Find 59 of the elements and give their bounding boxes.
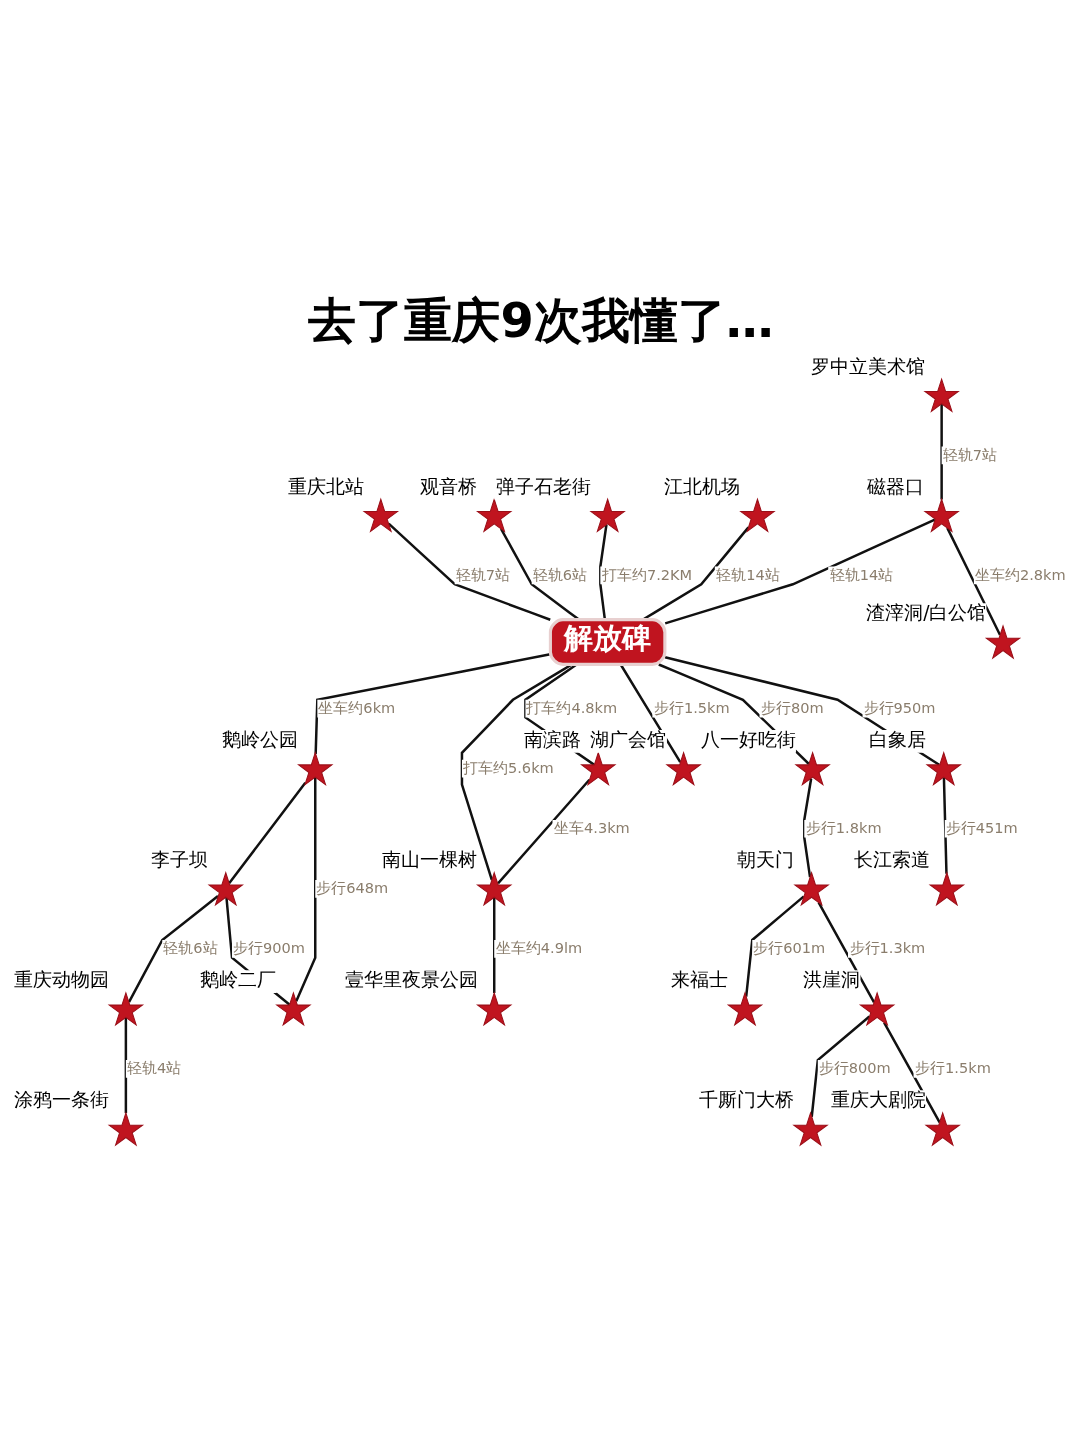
node-label: 罗中立美术馆 — [811, 355, 926, 377]
node-label: 涂鸦一条街 — [14, 1089, 110, 1111]
edge-label: 步行601m — [753, 939, 826, 957]
node-label: 李子坝 — [151, 849, 209, 871]
node-label: 磁器口 — [867, 475, 925, 497]
node-box: 解放碑 — [548, 618, 667, 666]
edge-label: 步行1.5km — [653, 698, 730, 716]
node-label: 观音桥 — [419, 475, 477, 497]
node-text: 渣滓洞/白公馆 — [866, 602, 987, 624]
connector — [940, 403, 943, 500]
connector — [664, 518, 936, 625]
node-text: 弹子石老街 — [495, 475, 591, 497]
connector — [124, 1017, 128, 1114]
edge-label: 步行900m — [233, 939, 305, 957]
node-label: 朝天门 — [737, 849, 795, 871]
node-text: 洪崖洞 — [802, 969, 860, 991]
connector — [228, 782, 307, 884]
connector — [497, 778, 591, 885]
edge-label: 步行950m — [863, 698, 936, 716]
edge-label: 坐车4.3km — [554, 819, 630, 837]
edge-label: 步行648m — [316, 879, 389, 897]
edge-label: 步行1.8km — [805, 819, 882, 837]
edge-label: 坐车约6km — [318, 698, 396, 716]
node-label: 壹华里夜景公园 — [344, 969, 478, 991]
connector — [803, 778, 813, 878]
diagram-title: 去了重庆9次我懂了… — [308, 292, 774, 348]
edge-label: 轻轨14站 — [716, 565, 780, 583]
edge-label: 打车约7.2KM — [601, 565, 693, 583]
edge-label: 轻轨7站 — [455, 565, 510, 583]
node-label: 来福士 — [670, 969, 728, 991]
node-label: 重庆北站 — [287, 475, 364, 497]
connector — [942, 777, 948, 874]
connector — [492, 897, 496, 993]
connector — [387, 522, 551, 621]
edge-label: 步行800m — [818, 1059, 891, 1077]
node-label: 南山一棵树 — [382, 849, 478, 871]
edge-label: 坐车约4.9lm — [495, 939, 583, 957]
node-label: 重庆动物园 — [14, 969, 110, 991]
edge-label: 轻轨14站 — [829, 565, 894, 583]
node-label: 鹅岭公园 — [222, 728, 299, 750]
edge-label: 打车约5.6km — [463, 759, 554, 777]
node-label: 千厮门大桥 — [698, 1089, 794, 1111]
connector — [744, 895, 805, 997]
edge-label: 轻轨6站 — [532, 565, 587, 583]
connector — [295, 777, 317, 1002]
edge-label: 步行1.3km — [849, 939, 926, 957]
edge-label: 轻轨7站 — [942, 445, 997, 463]
edge-label: 步行80m — [761, 698, 824, 716]
edge-label: 步行1.5km — [915, 1059, 991, 1077]
node-label: 长江索道 — [853, 849, 930, 871]
node-text: 重庆大剧院 — [830, 1089, 926, 1111]
edge-label: 坐车约2.8km — [974, 565, 1066, 583]
node-text: 湖广会馆 — [590, 728, 667, 750]
edge-label: 轻轨6站 — [163, 939, 218, 957]
edge-label: 打车约4.8km — [526, 698, 618, 716]
edge-label: 步行451m — [945, 819, 1018, 837]
node-label: 江北机场 — [664, 475, 741, 497]
connector — [810, 1015, 871, 1117]
edge-label: 轻轨4站 — [126, 1059, 182, 1077]
